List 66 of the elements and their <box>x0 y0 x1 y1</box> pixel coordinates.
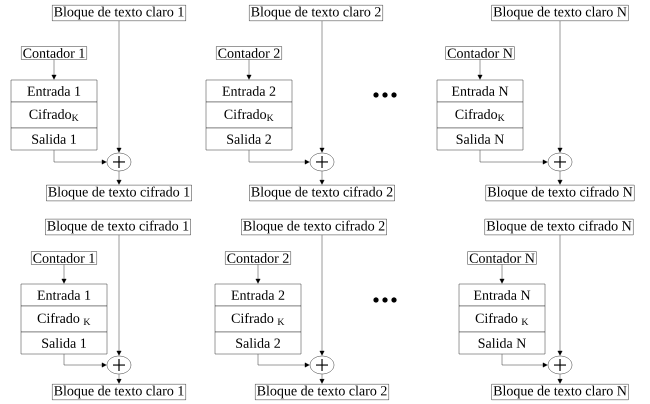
input-box: Entrada N <box>458 284 546 306</box>
arrow <box>320 374 324 384</box>
cipher-box: Cifrado $_{K}$ <box>458 306 546 332</box>
arrow <box>478 59 482 80</box>
arrow <box>116 374 122 384</box>
arrow <box>256 264 260 284</box>
arrow <box>500 264 504 284</box>
cipher-box: Cifrado $_{K}$ <box>214 306 302 332</box>
text-block-box: Bloque de texto cifrado N <box>486 184 634 202</box>
output-box: Salida 2 <box>206 128 292 150</box>
text-block-box: Bloque de texto cifrado 2 <box>241 218 387 236</box>
arrow <box>62 264 66 284</box>
cipher-box: Cifrado$_{K}$ <box>10 102 98 128</box>
input-box: Entrada 2 <box>214 284 302 306</box>
arrow <box>116 20 122 153</box>
output-box: Salida N <box>436 128 524 150</box>
xor-symbol <box>310 152 334 172</box>
arrow <box>320 20 324 153</box>
input-box: Entrada 1 <box>20 284 108 306</box>
arrow <box>320 234 324 356</box>
counter-box: Contador 2 <box>225 251 291 265</box>
output-box: Salida 1 <box>10 128 98 150</box>
arrow <box>558 234 562 356</box>
arrow <box>320 171 324 185</box>
xor-symbol <box>106 356 132 374</box>
text-block-box: Bloque de texto cifrado 2 <box>249 184 395 202</box>
arrow <box>64 354 107 368</box>
text-block-box: Bloque de texto cifrado N <box>484 218 634 236</box>
arrow <box>558 374 562 384</box>
text-block-box: Bloque de texto cifrado 1 <box>46 184 192 202</box>
arrow <box>116 171 122 185</box>
arrow <box>54 150 107 164</box>
counter-box: Contador N <box>445 46 515 60</box>
text-block-box: Bloque de texto claro 2 <box>255 384 390 400</box>
arrow <box>52 59 56 80</box>
arrow <box>480 150 548 164</box>
text-block-box: Bloque de texto claro N <box>491 4 629 22</box>
counter-box: Contador N <box>467 251 537 265</box>
cipher-box: Cifrado $_{K}$ <box>20 306 108 332</box>
arrow <box>258 354 310 368</box>
counter-box: Contador 2 <box>216 46 282 60</box>
counter-box: Contador 1 <box>31 251 97 265</box>
input-box: Entrada 1 <box>10 80 98 102</box>
arrow <box>116 234 122 356</box>
arrow <box>246 59 252 80</box>
arrow <box>248 150 310 164</box>
xor-symbol <box>548 152 572 172</box>
cipher-box: Cifrado$_{K}$ <box>436 102 524 128</box>
arrow <box>558 171 562 185</box>
text-block-box: Bloque de texto claro N <box>491 384 629 400</box>
text-block-box: Bloque de texto claro 1 <box>52 4 186 22</box>
counter-box: Contador 1 <box>21 46 87 60</box>
output-box: Salida 1 <box>20 332 108 354</box>
xor-symbol <box>548 356 572 374</box>
text-block-box: Bloque de texto cifrado 1 <box>45 218 191 236</box>
output-box: Salida 2 <box>214 332 302 354</box>
cipher-box: Cifrado$_{K}$ <box>206 102 292 128</box>
output-box: Salida N <box>458 332 546 354</box>
arrow <box>502 354 548 368</box>
xor-symbol <box>106 152 132 172</box>
input-box: Entrada N <box>436 80 524 102</box>
text-block-box: Bloque de texto claro 1 <box>52 384 186 400</box>
text-block-box: Bloque de texto claro 2 <box>249 4 384 22</box>
xor-symbol <box>310 356 334 374</box>
arrow <box>558 20 562 153</box>
input-box: Entrada 2 <box>206 80 292 102</box>
